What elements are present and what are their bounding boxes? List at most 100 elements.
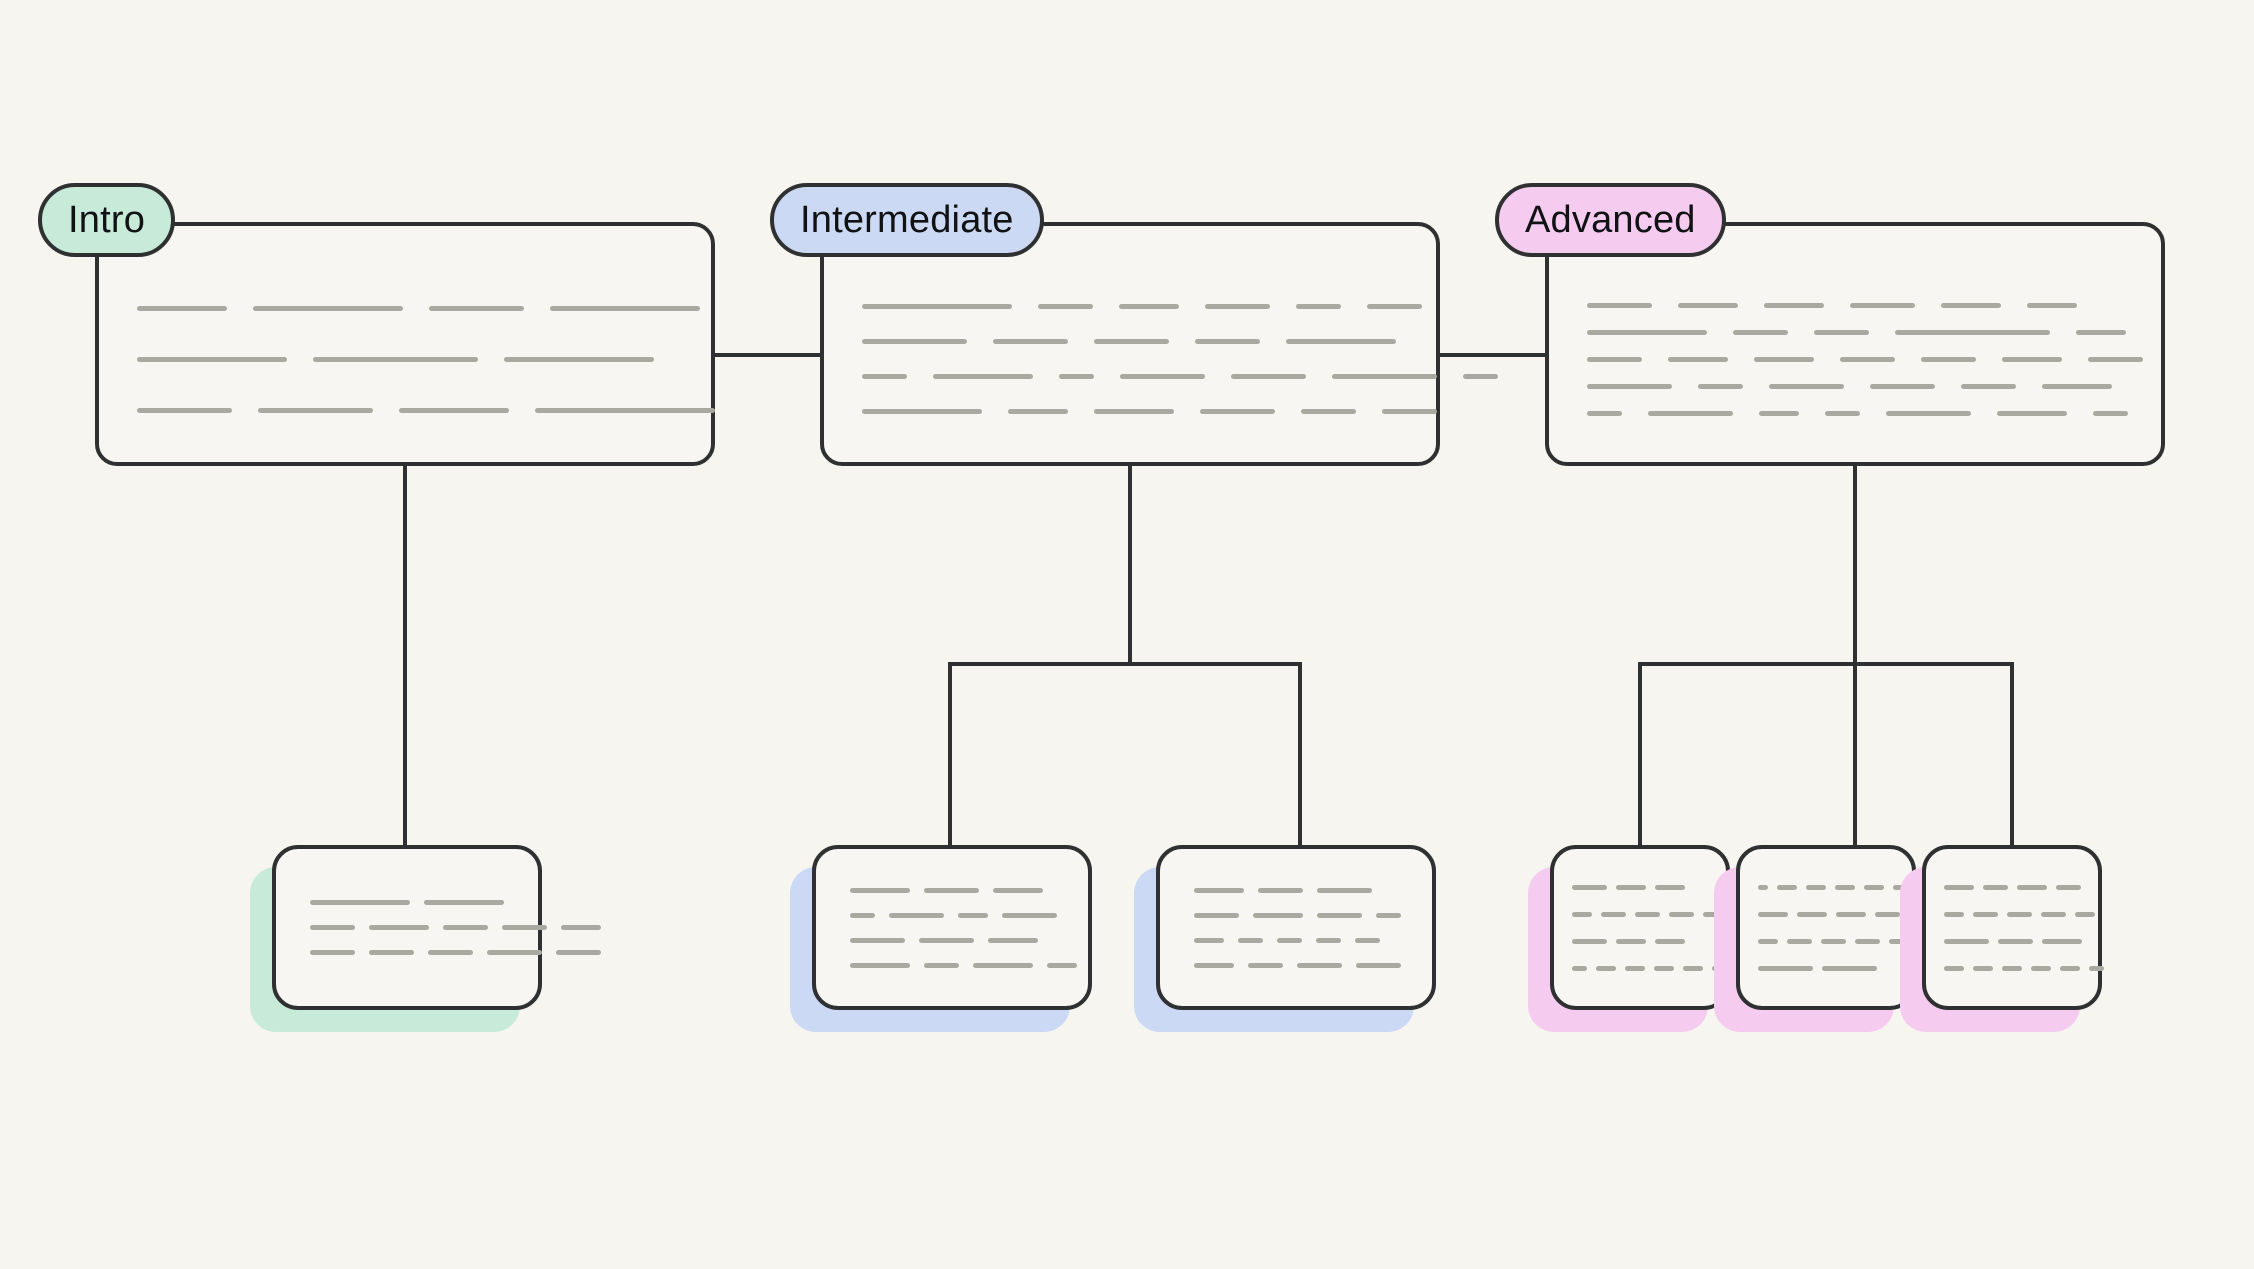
placeholder-dash bbox=[850, 937, 905, 943]
placeholder-text-row bbox=[1572, 911, 1723, 917]
placeholder-dash bbox=[1886, 410, 1971, 416]
placeholder-dash bbox=[535, 407, 715, 413]
placeholder-text-block bbox=[820, 222, 1498, 466]
placeholder-dash bbox=[993, 339, 1068, 344]
placeholder-dash bbox=[862, 409, 982, 414]
placeholder-dash bbox=[424, 900, 504, 905]
placeholder-dash bbox=[1616, 938, 1646, 944]
placeholder-dash bbox=[1678, 302, 1738, 308]
placeholder-dash bbox=[1895, 329, 2050, 335]
placeholder-dash bbox=[1038, 304, 1093, 309]
placeholder-dash bbox=[1301, 409, 1356, 414]
placeholder-dash bbox=[2076, 329, 2126, 335]
placeholder-dash bbox=[1758, 911, 1788, 917]
placeholder-dash bbox=[2027, 302, 2077, 308]
level-badge-intermediate[interactable]: Intermediate bbox=[770, 183, 1044, 257]
placeholder-dash bbox=[1758, 965, 1813, 971]
placeholder-dash bbox=[428, 950, 473, 955]
placeholder-dash bbox=[1356, 962, 1401, 968]
placeholder-dash bbox=[1655, 884, 1685, 890]
placeholder-text-row bbox=[1758, 911, 1900, 917]
placeholder-dash bbox=[1806, 884, 1826, 890]
level-badge-intro[interactable]: Intro bbox=[38, 183, 176, 257]
card-body bbox=[1922, 845, 2102, 1010]
level-badge-advanced[interactable]: Advanced bbox=[1495, 183, 1726, 257]
leaf-card-intro-child-1[interactable] bbox=[250, 845, 601, 1032]
placeholder-dash bbox=[1625, 965, 1645, 971]
placeholder-dash bbox=[1194, 887, 1244, 893]
placeholder-dash bbox=[550, 305, 700, 311]
placeholder-text-row bbox=[850, 937, 1054, 943]
branch-card-intro[interactable] bbox=[95, 222, 715, 466]
placeholder-dash bbox=[310, 950, 355, 955]
placeholder-dash bbox=[1382, 409, 1437, 414]
placeholder-dash bbox=[429, 305, 524, 311]
placeholder-dash bbox=[2042, 938, 2082, 944]
leaf-card-advanced-child-3[interactable] bbox=[1900, 845, 2104, 1032]
leaf-card-intermediate-child-1[interactable] bbox=[790, 845, 1092, 1032]
leaf-card-intermediate-child-2[interactable] bbox=[1134, 845, 1436, 1032]
placeholder-dash bbox=[1572, 911, 1592, 917]
card-body bbox=[1550, 845, 1730, 1010]
placeholder-dash bbox=[1758, 884, 1768, 890]
placeholder-text-row bbox=[1572, 965, 1727, 971]
placeholder-text-block bbox=[1550, 845, 1730, 1010]
branch-card-intermediate[interactable] bbox=[820, 222, 1498, 466]
placeholder-dash bbox=[1587, 383, 1672, 389]
placeholder-dash bbox=[1889, 938, 1904, 944]
placeholder-dash bbox=[862, 339, 967, 344]
placeholder-text-row bbox=[1194, 962, 1401, 968]
placeholder-dash bbox=[1317, 887, 1372, 893]
placeholder-dash bbox=[2017, 884, 2047, 890]
placeholder-dash bbox=[1822, 965, 1877, 971]
placeholder-dash bbox=[1587, 302, 1652, 308]
placeholder-dash bbox=[1733, 329, 1788, 335]
placeholder-text-block bbox=[1156, 845, 1436, 1010]
placeholder-dash bbox=[1758, 938, 1778, 944]
placeholder-text-row bbox=[862, 409, 1437, 414]
placeholder-dash bbox=[1587, 329, 1707, 335]
card-body bbox=[812, 845, 1092, 1010]
placeholder-dash bbox=[1941, 302, 2001, 308]
placeholder-dash bbox=[1764, 302, 1824, 308]
placeholder-text-block bbox=[272, 845, 601, 1010]
placeholder-dash bbox=[1332, 374, 1437, 379]
leaf-card-advanced-child-2[interactable] bbox=[1714, 845, 1916, 1032]
placeholder-dash bbox=[1835, 884, 1855, 890]
placeholder-dash bbox=[1572, 965, 1587, 971]
placeholder-dash bbox=[2041, 911, 2066, 917]
placeholder-dash bbox=[1596, 965, 1616, 971]
placeholder-dash bbox=[850, 912, 875, 918]
leaf-card-advanced-child-1[interactable] bbox=[1528, 845, 1730, 1032]
branch-card-advanced[interactable] bbox=[1545, 222, 2165, 466]
placeholder-dash bbox=[1572, 884, 1607, 890]
placeholder-text-row bbox=[850, 912, 1057, 918]
card-body bbox=[1545, 222, 2165, 466]
placeholder-dash bbox=[1787, 938, 1812, 944]
placeholder-dash bbox=[369, 925, 429, 930]
placeholder-dash bbox=[850, 887, 910, 893]
placeholder-dash bbox=[2002, 965, 2022, 971]
placeholder-dash bbox=[1944, 911, 1964, 917]
placeholder-text-row bbox=[137, 356, 673, 362]
placeholder-dash bbox=[2031, 965, 2051, 971]
placeholder-dash bbox=[399, 407, 509, 413]
placeholder-dash bbox=[1777, 884, 1797, 890]
placeholder-dash bbox=[1864, 884, 1884, 890]
placeholder-dash bbox=[487, 950, 542, 955]
placeholder-dash bbox=[310, 900, 410, 905]
card-body bbox=[820, 222, 1440, 466]
placeholder-dash bbox=[1194, 937, 1224, 943]
placeholder-text-block bbox=[812, 845, 1092, 1010]
placeholder-dash bbox=[1008, 409, 1068, 414]
placeholder-text-row bbox=[1572, 938, 1708, 944]
placeholder-dash bbox=[258, 407, 373, 413]
placeholder-dash bbox=[1797, 911, 1827, 917]
placeholder-dash bbox=[1277, 937, 1302, 943]
placeholder-dash bbox=[958, 912, 988, 918]
placeholder-dash bbox=[502, 925, 547, 930]
placeholder-dash bbox=[1836, 911, 1866, 917]
placeholder-dash bbox=[1316, 937, 1341, 943]
placeholder-dash bbox=[933, 374, 1033, 379]
placeholder-dash bbox=[1669, 911, 1694, 917]
